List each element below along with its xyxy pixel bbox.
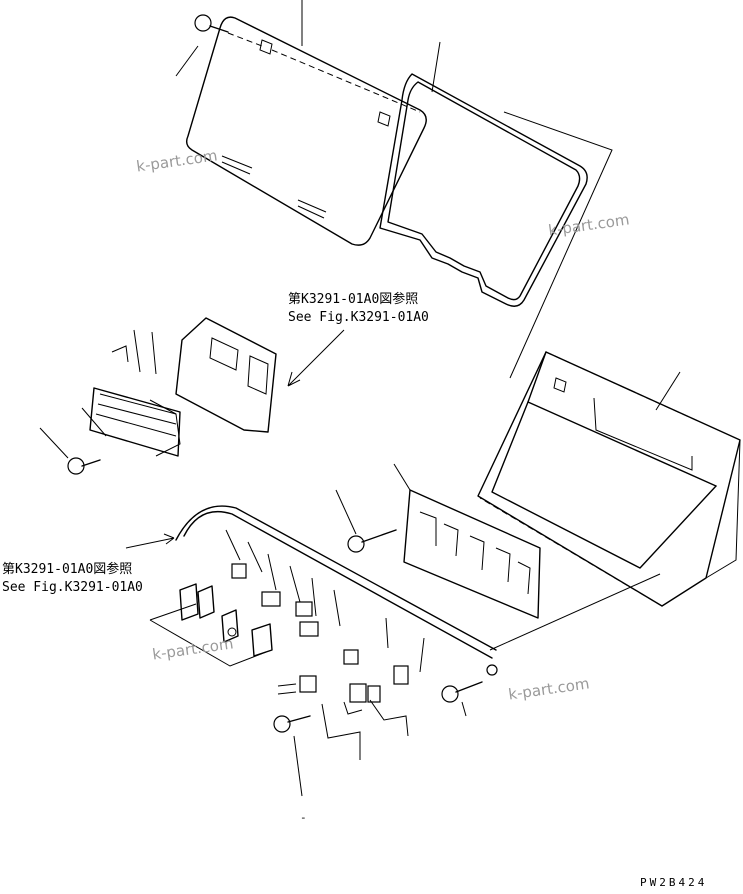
reference-label-2-ja: 第K3291-01A0図参照 — [2, 562, 133, 577]
relay-screw — [39, 407, 107, 475]
relay-bracket — [175, 317, 277, 433]
mounting-plate — [393, 463, 541, 619]
cover-plate — [185, 16, 427, 246]
right-screw — [441, 681, 483, 717]
harness-connectors — [231, 563, 409, 703]
wiring-harness — [175, 505, 661, 676]
relay-block — [89, 329, 181, 457]
plate-screw — [335, 489, 397, 553]
gasket-seal — [379, 73, 588, 307]
callout-dash: - — [300, 811, 307, 824]
cover-screw — [194, 14, 421, 113]
connector-clips — [149, 583, 273, 667]
reference-label-1-ja: 第K3291-01A0図参照 — [288, 292, 419, 307]
drawing-code: PW2B424 — [640, 876, 708, 889]
electrical-box — [477, 351, 741, 607]
reference-label-2-en: See Fig.K3291-01A0 — [2, 580, 143, 595]
reference-label-1-en: See Fig.K3291-01A0 — [288, 310, 429, 325]
lower-screw — [273, 715, 311, 797]
